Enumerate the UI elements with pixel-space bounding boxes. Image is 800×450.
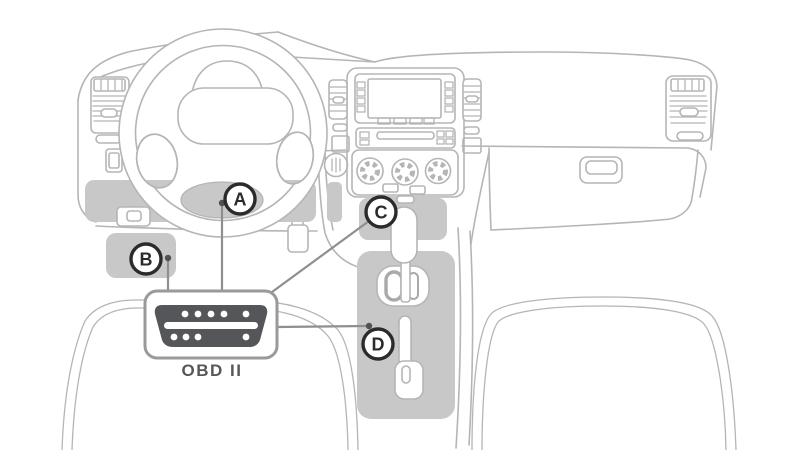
callout-a-letter: A	[234, 190, 247, 210]
gear-shifter	[376, 206, 430, 400]
callout-c-letter: C	[375, 203, 388, 223]
callout-b-letter: B	[140, 250, 153, 270]
obd-label: OBD II	[182, 361, 243, 380]
callout-d-letter: D	[372, 335, 385, 355]
callout-a: A	[223, 182, 257, 216]
callout-c: C	[364, 195, 398, 229]
callout-b: B	[129, 242, 163, 276]
obd-pins	[170, 310, 250, 341]
console-slot	[396, 195, 415, 204]
radio-unit	[355, 127, 456, 149]
glovebox-handle	[579, 156, 623, 184]
steering-wheel	[118, 28, 328, 238]
ignition-switch	[287, 152, 349, 253]
passenger-air-vent	[665, 75, 712, 142]
nav-screen	[354, 73, 456, 125]
steering-hub	[177, 87, 294, 145]
passenger-seat	[471, 296, 737, 450]
leader-lines	[164, 199, 373, 330]
shift-knob	[390, 206, 418, 264]
obd-slot-bar	[164, 322, 258, 329]
center-stack	[328, 67, 482, 198]
callout-d: D	[361, 327, 395, 361]
climate-controls	[351, 149, 459, 196]
obd-connector: OBD II	[143, 289, 279, 380]
